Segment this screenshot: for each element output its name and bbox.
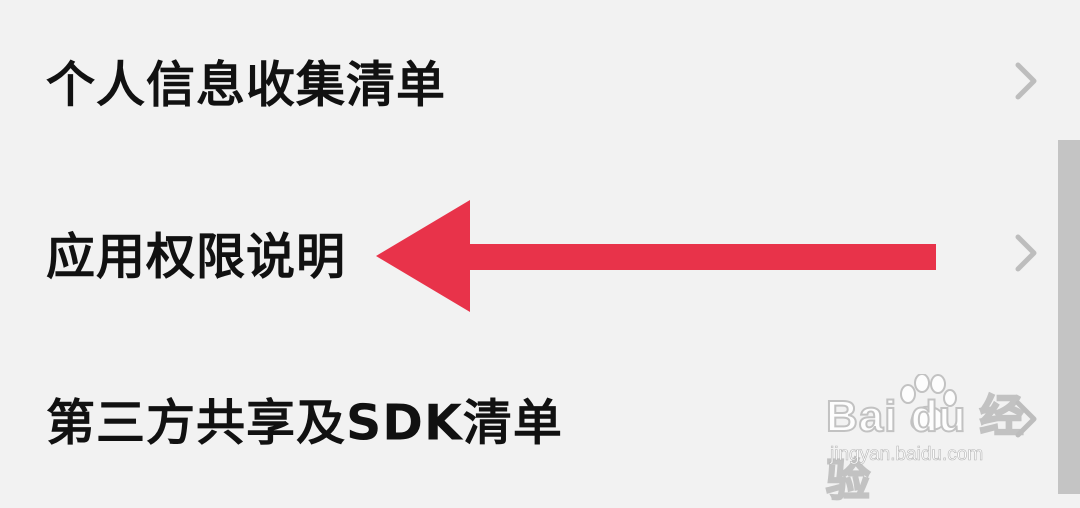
list-item-personal-info[interactable]: 个人信息收集清单 — [0, 21, 1058, 141]
chevron-right-icon — [1015, 62, 1037, 100]
watermark-url: jingyan.baidu.com — [830, 444, 984, 466]
list-item-label: 应用权限说明 — [46, 228, 347, 286]
scrollbar[interactable] — [1058, 140, 1080, 494]
chevron-right-icon — [1015, 234, 1037, 272]
annotation-arrow — [376, 200, 936, 312]
list-item-label: 个人信息收集清单 — [46, 56, 447, 114]
list-item-label: 第三方共享及SDK清单 — [46, 394, 563, 452]
list-item-app-permissions[interactable]: 应用权限说明 — [0, 193, 1058, 313]
list-item-third-party-sdk[interactable]: 第三方共享及SDK清单 — [0, 359, 1058, 479]
settings-list: 个人信息收集清单 应用权限说明 第三方共享及SDK清单 — [0, 21, 1058, 479]
paw-logo-icon — [900, 374, 957, 431]
baidu-watermark: Bai du 经验 jingyan.baidu.com — [825, 374, 1026, 506]
chevron-right-icon — [1015, 400, 1037, 438]
